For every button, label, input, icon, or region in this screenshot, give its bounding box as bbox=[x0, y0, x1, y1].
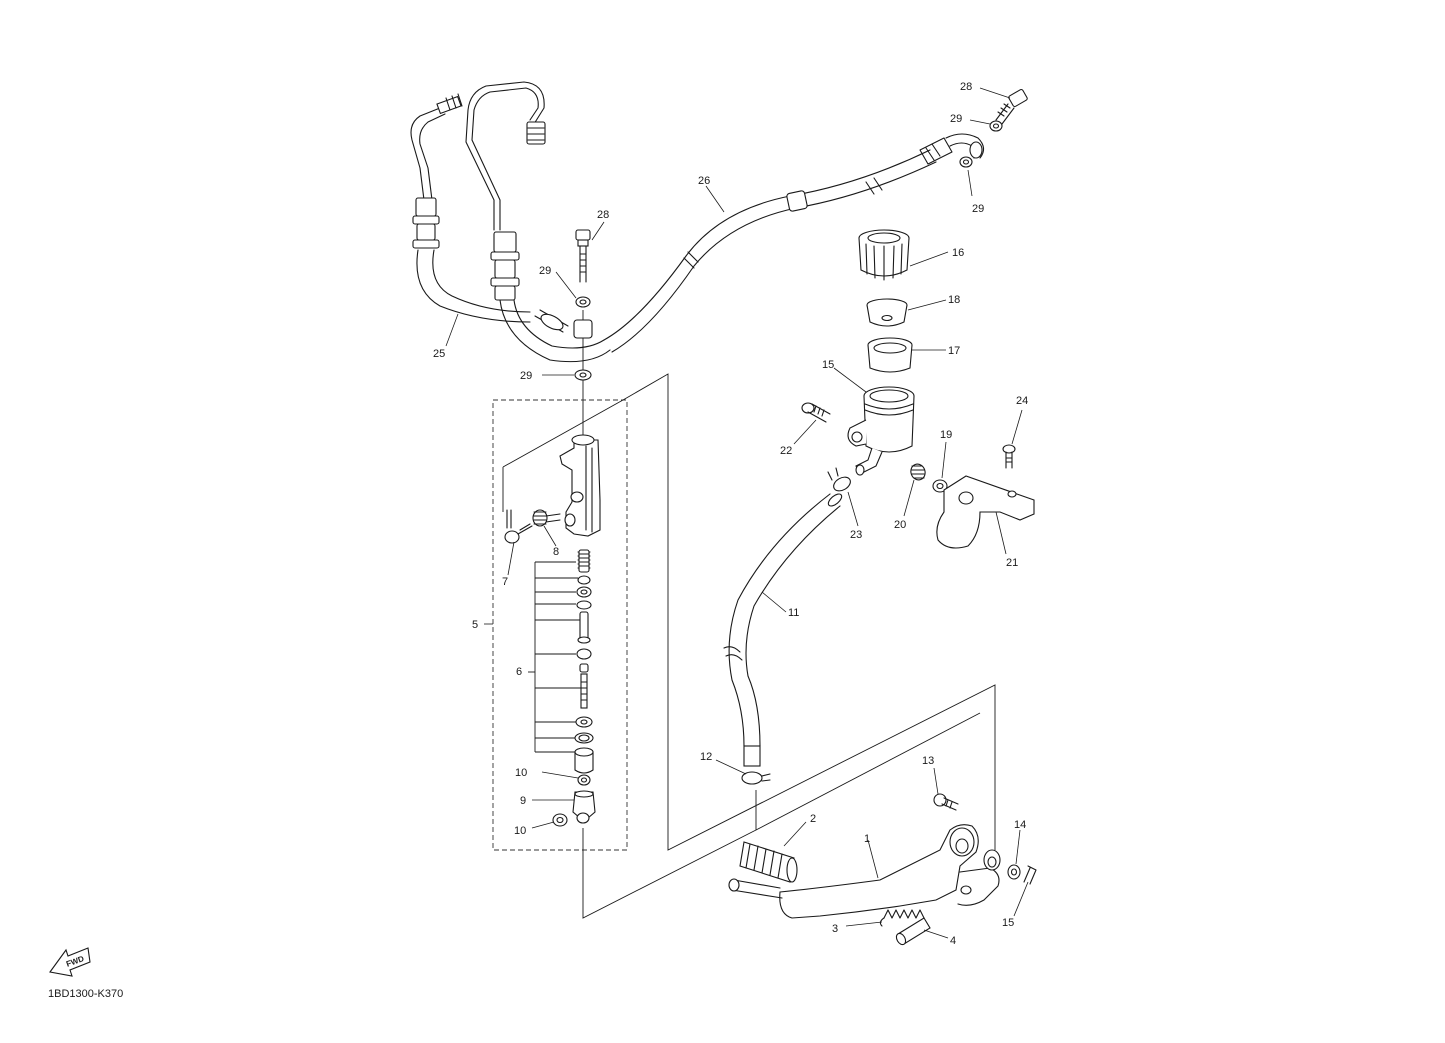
callout-8: 8 bbox=[553, 546, 559, 558]
cotter-pin-15 bbox=[1023, 865, 1037, 885]
callout-21: 20 bbox=[894, 519, 906, 531]
callout-10-lower: 10 bbox=[514, 825, 526, 837]
callout-27: 26 bbox=[698, 175, 710, 187]
callout-15: 15 bbox=[1002, 917, 1014, 929]
callout-16: 15 bbox=[822, 359, 834, 371]
washer-14 bbox=[1007, 864, 1021, 880]
seal-21 bbox=[910, 463, 926, 481]
collar-4 bbox=[895, 917, 931, 946]
clevis-9 bbox=[572, 790, 596, 824]
callout-29-right: 29 bbox=[972, 203, 984, 215]
callout-14: 14 bbox=[1014, 819, 1026, 831]
washer-29-right bbox=[959, 156, 973, 168]
callout-1: 1 bbox=[864, 833, 870, 845]
callout-25: 24 bbox=[1016, 395, 1028, 407]
washer-29-top bbox=[989, 120, 1003, 132]
callout-18: 17 bbox=[948, 345, 960, 357]
callout-9: 9 bbox=[520, 795, 526, 807]
bolt-23 bbox=[801, 402, 831, 423]
master-cylinder-body bbox=[559, 434, 601, 537]
reservoir-tank-16 bbox=[847, 386, 915, 476]
callout-2: 2 bbox=[810, 813, 816, 825]
pedal-rubber-2 bbox=[739, 841, 798, 883]
diagram-code: 1BD1300-K370 bbox=[48, 988, 123, 1000]
callout-5: 5 bbox=[472, 619, 478, 631]
hose-clip-24 bbox=[827, 467, 851, 492]
diaphragm-18 bbox=[867, 337, 913, 373]
callout-7: 7 bbox=[502, 576, 508, 588]
callout-11: 11 bbox=[788, 607, 799, 619]
callout-6: 6 bbox=[516, 666, 522, 678]
callout-24: 23 bbox=[850, 529, 862, 541]
bolt-7 bbox=[504, 509, 533, 544]
hose-banjo-fitting bbox=[573, 319, 593, 339]
reservoir-hose-11 bbox=[723, 493, 843, 767]
reservoir-cap-17 bbox=[858, 229, 910, 281]
union-bolt-28-middle bbox=[575, 229, 591, 283]
washer-29-middle-upper bbox=[575, 296, 591, 308]
brake-hose-26 bbox=[410, 93, 531, 323]
callout-29-top: 29 bbox=[950, 113, 962, 125]
callout-4: 4 bbox=[950, 935, 956, 947]
assembly-guide-lines bbox=[502, 373, 996, 919]
callout-10-upper: 10 bbox=[515, 767, 527, 779]
brake-hose-27 bbox=[603, 133, 985, 353]
callout-13: 13 bbox=[922, 755, 934, 767]
brake-pipe-middle bbox=[465, 81, 611, 363]
union-bolt-28-top bbox=[995, 88, 1028, 125]
callout-29-middle-upper: 29 bbox=[539, 265, 551, 277]
callout-17: 16 bbox=[952, 247, 964, 259]
hose-clip-12 bbox=[741, 771, 771, 785]
assembly-box-5 bbox=[492, 399, 628, 851]
bolt-25 bbox=[1002, 444, 1016, 469]
callout-23: 22 bbox=[780, 445, 792, 457]
callout-19: 18 bbox=[948, 294, 960, 306]
bolt-13 bbox=[933, 793, 959, 811]
callout-12: 12 bbox=[700, 751, 712, 763]
callout-20: 19 bbox=[940, 429, 952, 441]
callout-28-top: 28 bbox=[960, 81, 972, 93]
callout-leaders bbox=[445, 87, 1029, 939]
washer-29-middle-lower bbox=[574, 369, 592, 381]
diaphragm-holder-19 bbox=[866, 298, 908, 327]
nut-10-upper bbox=[577, 774, 591, 786]
hose-joint-8 bbox=[532, 509, 561, 527]
callout-29-middle-lower: 29 bbox=[520, 370, 532, 382]
brake-pedal-1 bbox=[728, 824, 1001, 919]
callout-26: 25 bbox=[433, 348, 445, 360]
callout-3: 3 bbox=[832, 923, 838, 935]
reservoir-bracket-22 bbox=[936, 475, 1035, 549]
kit-6-leader-lines bbox=[528, 561, 581, 753]
grommet-20 bbox=[932, 479, 948, 493]
callout-labels: 28 29 29 26 28 29 25 29 16 18 17 15 24 1… bbox=[433, 81, 1028, 947]
callout-22: 21 bbox=[1006, 557, 1018, 569]
callout-28-middle: 28 bbox=[597, 209, 609, 221]
nut-10-lower bbox=[552, 813, 568, 827]
master-cylinder-kit-6 bbox=[574, 549, 594, 774]
fwd-arrow-icon: FWD bbox=[49, 947, 91, 977]
